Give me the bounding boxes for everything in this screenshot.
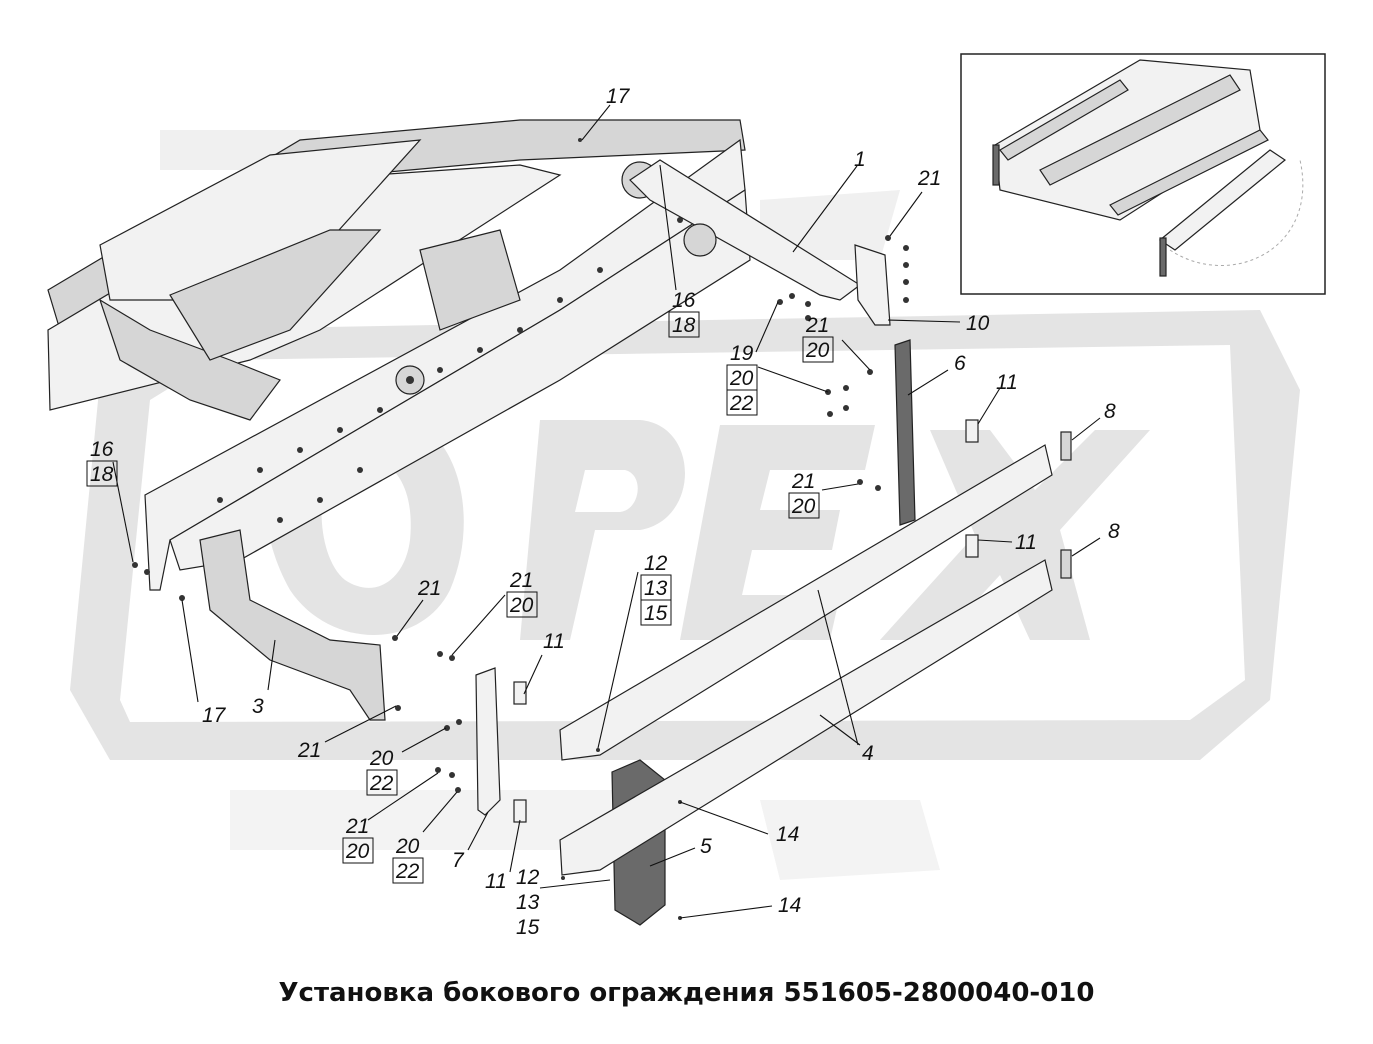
callout-11-upper: 11: [996, 371, 1018, 394]
part-8-plug-upper: [1060, 431, 1072, 461]
part-7-post: [475, 667, 501, 816]
part-11-plate-d: [513, 799, 527, 823]
callout-box: [788, 492, 820, 519]
callout-12: 12: [644, 552, 668, 575]
callout-18: 18: [672, 314, 696, 337]
callout-4: 4: [862, 742, 874, 765]
callout-22: 22: [369, 772, 394, 795]
callout-15: 15: [516, 916, 540, 939]
callout-7: 7: [452, 849, 465, 872]
chassis-frame: [47, 119, 751, 591]
part-8-plug-lower: [1060, 549, 1072, 579]
callout-11-middle: 11: [1015, 531, 1037, 554]
callout-21: 21: [345, 815, 369, 838]
callout-11-left-upper: 11: [543, 630, 565, 653]
callout-8-lower: 8: [1108, 520, 1120, 543]
callout-19: 19: [730, 342, 754, 365]
callout-box: [506, 591, 538, 618]
callout-box: [86, 460, 118, 487]
callout-21-bottom: 21: [297, 739, 321, 762]
leader-lines: [112, 104, 1101, 919]
callout-box: [802, 336, 834, 363]
callout-5: 5: [700, 835, 712, 858]
callout-20: 20: [805, 339, 830, 362]
callout-3: 3: [252, 695, 264, 718]
callout-21-left: 21: [417, 577, 441, 600]
part-11-plate-c: [513, 681, 527, 705]
callout-16: 16: [90, 438, 114, 461]
callout-box: [726, 389, 758, 416]
callout-20: 20: [345, 840, 370, 863]
diagram-caption: Установка бокового ограждения 551605-280…: [278, 978, 1095, 1008]
callout-10: 10: [966, 312, 990, 335]
callout-20: 20: [369, 747, 394, 770]
part-1-bushing: [683, 223, 717, 257]
callout-21-top: 21: [917, 167, 941, 190]
part-11-plate-a: [965, 419, 979, 443]
callout-16: 16: [672, 289, 696, 312]
part-3-front-bracket: [199, 529, 386, 721]
callout-11-left-lower: 11: [485, 870, 507, 893]
callout-20: 20: [395, 835, 420, 858]
callout-8-upper: 8: [1104, 400, 1116, 423]
callout-22: 22: [395, 860, 420, 883]
callout-20: 20: [729, 367, 754, 390]
part-6-post: [894, 339, 916, 526]
callout-15: 15: [644, 602, 668, 625]
callout-20: 20: [791, 495, 816, 518]
fasteners: [132, 138, 909, 920]
callout-14-lower: 14: [778, 894, 801, 917]
part-11-plate-b: [965, 534, 979, 558]
callout-box: [668, 311, 700, 338]
callout-17-top: 17: [606, 85, 631, 108]
callout-groups: 1618161821202120212021201920222022202212…: [86, 289, 834, 939]
inset-overview: [960, 53, 1326, 295]
callout-18: 18: [90, 463, 114, 486]
callout-12: 12: [516, 866, 540, 889]
callout-21: 21: [791, 470, 815, 493]
callout-6: 6: [954, 352, 966, 375]
callout-box: [392, 857, 424, 884]
part-4-rail-lower: [559, 559, 1053, 876]
callout-1: 1: [854, 148, 866, 171]
callout-14-upper: 14: [776, 823, 799, 846]
callout-box: [342, 837, 374, 864]
part-1-support-beam: [629, 159, 862, 301]
callout-13: 13: [644, 577, 668, 600]
callout-21: 21: [805, 314, 829, 337]
callout-20: 20: [509, 594, 534, 617]
callout-labels: 17 1 21 10 6 11 8 11 8 21 11 17 3 21 4 1…: [202, 85, 1120, 917]
part-10-plate: [854, 244, 891, 326]
part-4-rail-upper: [559, 444, 1053, 761]
callout-box: [640, 599, 672, 626]
callout-13: 13: [516, 891, 540, 914]
callout-box: [366, 769, 398, 796]
callout-22: 22: [729, 392, 754, 415]
callout-17-left: 17: [202, 704, 227, 727]
callout-21: 21: [509, 569, 533, 592]
